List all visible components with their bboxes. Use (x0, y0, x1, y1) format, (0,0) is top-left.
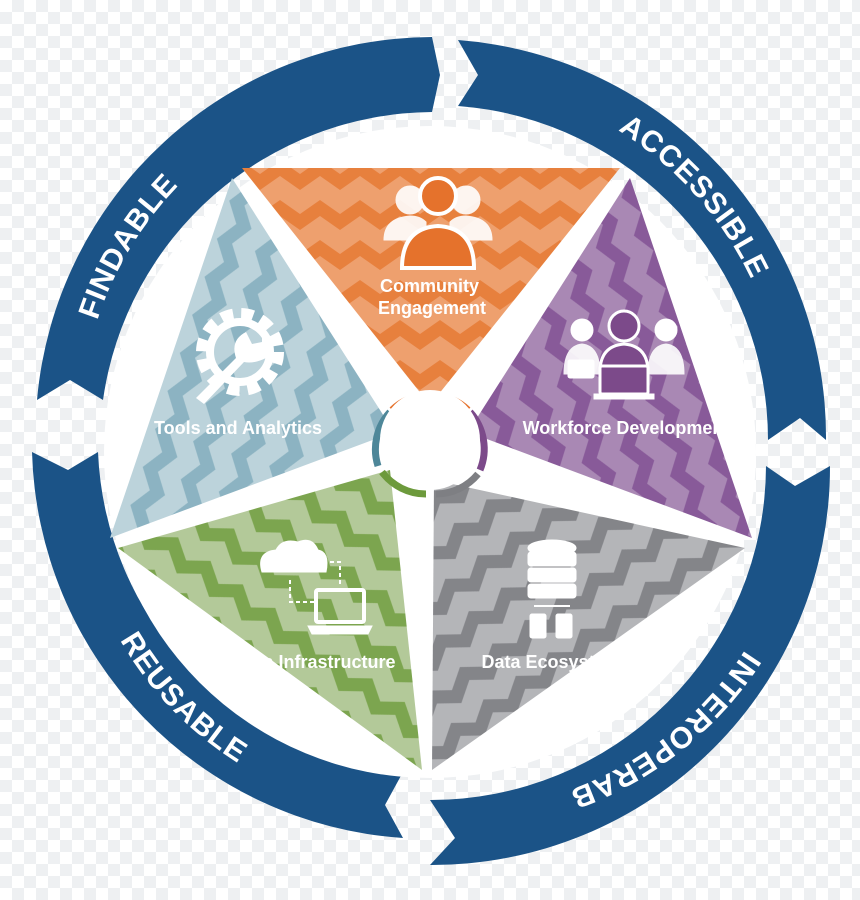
ring-arrow-interoperable (430, 466, 831, 866)
segment-community-engagement[interactable] (242, 168, 620, 405)
segment-data-ecosystem[interactable] (432, 480, 745, 770)
database-devices-icon (527, 539, 577, 639)
segment-data-infrastructure[interactable] (118, 470, 422, 770)
community-engagement-label: Community Engagement (378, 276, 486, 318)
workforce-development-label: Workforce Development (523, 418, 730, 438)
gear-wrench-icon (196, 308, 284, 404)
ring-arrow-findable (37, 37, 440, 400)
data-ecosystem-label: Data Ecosystem (481, 652, 620, 672)
center-hub (371, 390, 488, 498)
data-infrastructure-label: Data Infrastructure (234, 652, 395, 672)
professionals-laptop-icon (563, 309, 685, 400)
cloud-laptop-icon (260, 539, 373, 635)
ring-arrow-accessible (458, 40, 827, 440)
center-circle (380, 390, 480, 490)
fair-ring (32, 37, 831, 866)
community-group-icon (383, 176, 493, 270)
ring-arrow-reusable (32, 452, 403, 838)
tools-and-analytics-label: Tools and Analytics (154, 418, 322, 438)
